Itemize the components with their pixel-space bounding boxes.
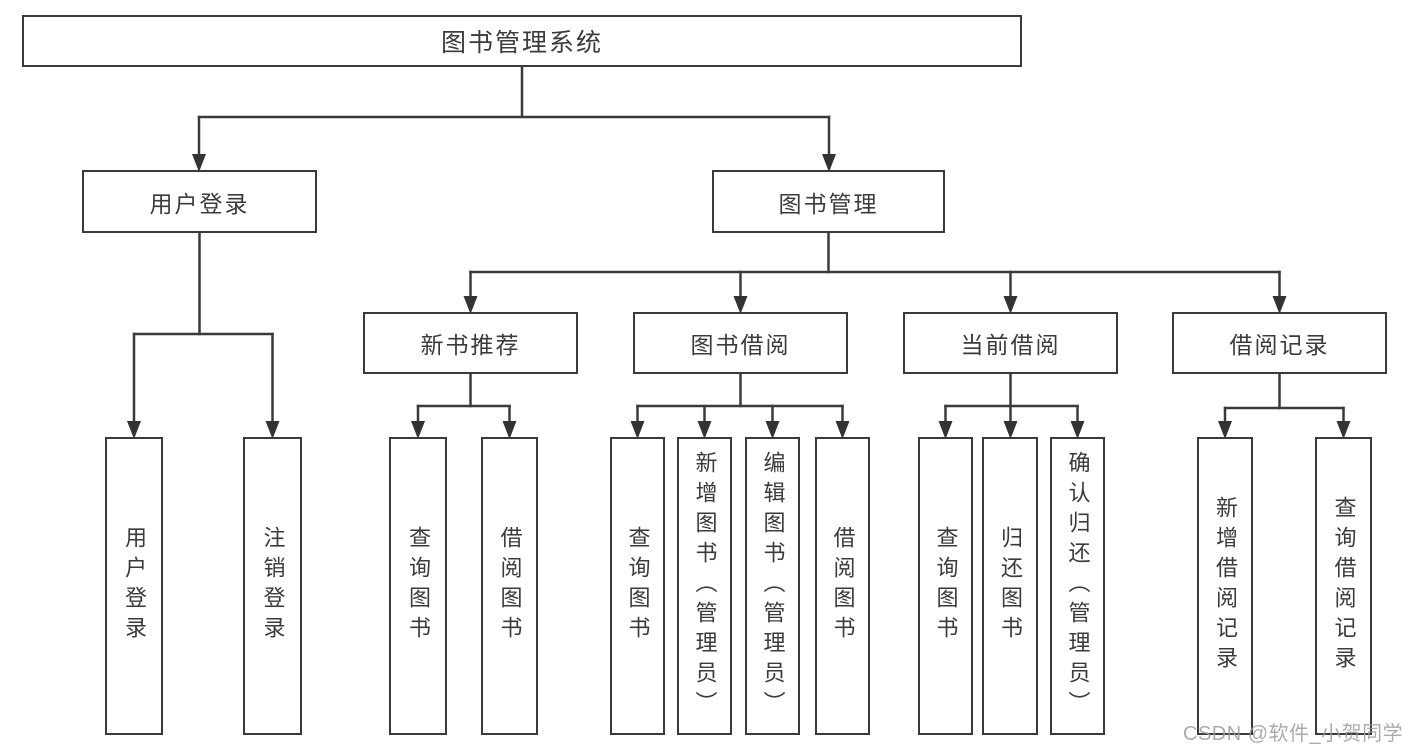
leaf-label: 查询借阅记录 (1331, 496, 1357, 676)
node-library-management-system: 图书管理系统 (22, 15, 1022, 67)
leaf-query-books-current: 查询图书 (918, 437, 973, 735)
leaf-label: 编辑图书（管理员） (760, 451, 786, 721)
leaf-label: 确认归还（管理员） (1065, 451, 1091, 721)
leaf-logout: 注销登录 (243, 437, 302, 735)
node-label: 借阅记录 (1229, 332, 1330, 358)
node-label: 当前借阅 (960, 332, 1061, 358)
leaf-query-borrow-record: 查询借阅记录 (1315, 437, 1372, 735)
leaf-return-books: 归还图书 (982, 437, 1038, 735)
leaf-label: 新增借阅记录 (1213, 496, 1238, 676)
leaf-label: 新增图书（管理员） (692, 451, 718, 721)
leaf-add-books-admin: 新增图书（管理员） (677, 437, 732, 735)
leaf-query-books-borrow: 查询图书 (610, 437, 665, 735)
leaf-user-login: 用户登录 (105, 437, 163, 735)
node-new-book-recommend: 新书推荐 (363, 312, 578, 374)
leaf-label: 查询图书 (933, 526, 959, 646)
node-label: 图书管理系统 (440, 29, 603, 57)
node-user-login: 用户登录 (82, 170, 317, 233)
csdn-watermark: CSDN @软件_小贺同学 (1183, 723, 1404, 745)
node-current-borrowing: 当前借阅 (903, 312, 1118, 374)
leaf-label: 查询图书 (406, 526, 431, 646)
node-label: 图书借阅 (690, 332, 791, 358)
leaf-label: 用户登录 (122, 526, 147, 646)
leaf-borrow-books-recommend: 借阅图书 (481, 437, 538, 735)
leaf-query-books-recommend: 查询图书 (389, 437, 447, 735)
node-label: 新书推荐 (420, 332, 521, 358)
leaf-label: 借阅图书 (497, 526, 523, 646)
leaf-add-borrow-record: 新增借阅记录 (1197, 437, 1253, 735)
leaf-label: 借阅图书 (830, 526, 856, 646)
node-label: 用户登录 (149, 190, 250, 217)
node-borrowing-records: 借阅记录 (1172, 312, 1387, 374)
leaf-edit-books-admin: 编辑图书（管理员） (745, 437, 800, 735)
leaf-label: 查询图书 (625, 526, 651, 646)
node-book-borrowing: 图书借阅 (633, 312, 848, 374)
leaf-confirm-return-admin: 确认归还（管理员） (1050, 437, 1105, 735)
node-label: 图书管理 (778, 190, 879, 217)
node-book-management: 图书管理 (712, 170, 945, 233)
leaf-borrow-books: 借阅图书 (815, 437, 870, 735)
leaf-label: 归还图书 (998, 526, 1023, 646)
leaf-label: 注销登录 (260, 526, 286, 646)
